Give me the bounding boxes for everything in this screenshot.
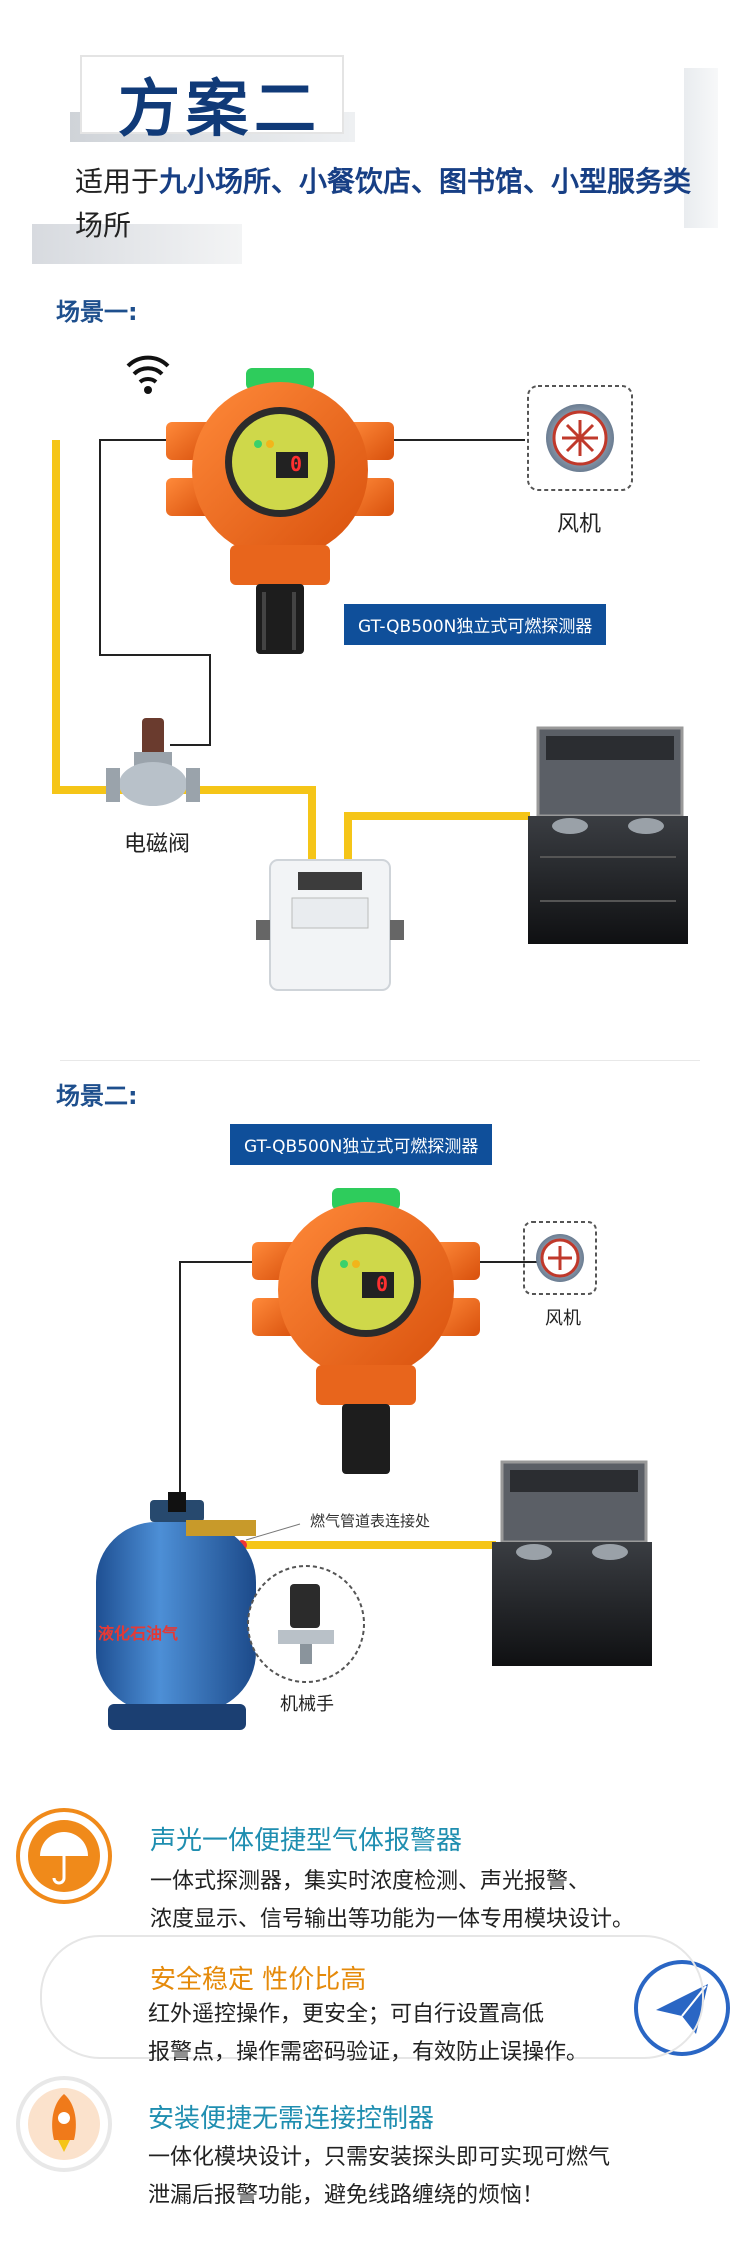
scene2-fan-label: 风机 (545, 1308, 581, 1329)
scene1-label: 场景一: (56, 298, 138, 326)
feature-2-body: 红外遥控操作，更安全；可自行设置高低 报警点，操作需密码验证，有效防止误操作。 (148, 1996, 588, 2072)
scene1-fan-label: 风机 (557, 512, 602, 537)
title-frame (80, 55, 344, 134)
scene1-model-tag: GT-QB500N独立式可燃探测器 (344, 604, 607, 645)
decorative-side-bar (684, 68, 718, 228)
page-title: 方案二 (118, 72, 323, 145)
fan-1-icon (527, 385, 633, 491)
section-divider (60, 1060, 700, 1061)
feature-1-title: 声光一体便捷型气体报警器 (150, 1826, 463, 1856)
subtitle-prefix: 适用于 (75, 165, 160, 198)
rocket-icon (16, 2076, 112, 2172)
stove-2-icon (492, 1460, 652, 1666)
feature-2-line1: 红外遥控操作，更安全；可自行设置高低 (148, 2002, 545, 2027)
scene2-label: 场景二: (56, 1082, 138, 1110)
scene2-model-tag: GT-QB500N独立式可燃探测器 (230, 1124, 493, 1165)
gas-cylinder-icon (96, 1492, 256, 1730)
feature-2-line2: 报警点，操作需密码验证，有效防止误操作。 (148, 2040, 589, 2065)
scene2-wires (179, 1261, 540, 1510)
scene2-manipulator-label: 机械手 (280, 1694, 334, 1715)
feature-2-card: 安全稳定 性价比高 (40, 1935, 704, 2059)
gas-detector-2 (252, 1188, 480, 1474)
scene1-display-value: 0 (290, 452, 303, 476)
scene2-cylinder-label: 液化石油气 (98, 1624, 179, 1643)
scene1-valve-label: 电磁阀 (124, 832, 191, 857)
manipulator-icon (247, 1565, 365, 1683)
feature-1-line2: 浓度显示、信号输出等功能为一体专用模块设计。 (150, 1907, 635, 1932)
feature-1-body: 一体式探测器，集实时浓度检测、声光报警、 浓度显示、信号输出等功能为一体专用模块… (150, 1863, 700, 1939)
feature-1-line1: 一体式探测器，集实时浓度检测、声光报警、 (150, 1869, 591, 1894)
subtitle: 适用于九小场所、小餐饮店、图书馆、小型服务类场所 (75, 160, 695, 248)
pipe-label-leader (245, 1523, 301, 1541)
feature-3-line2: 泄漏后报警功能，避免线路缠绕的烦恼！ (148, 2183, 545, 2208)
gas-detector-1 (166, 368, 394, 654)
subtitle-highlight: 九小场所、小餐饮店、图书馆、小型服务类 (159, 165, 692, 198)
solenoid-valve-icon (106, 718, 200, 806)
scene1-wires (99, 439, 525, 746)
feature-3-title: 安装便捷无需连接控制器 (148, 2104, 435, 2134)
subtitle-suffix: 场所 (75, 209, 132, 242)
fan-2-icon (523, 1221, 597, 1295)
stove-1-icon (528, 726, 688, 944)
gas-meter-icon (256, 859, 404, 991)
scene2-pipe-label: 燃气管道表连接处 (310, 1512, 431, 1530)
feature-3-line1: 一体化模块设计，只需安装探头即可实现可燃气 (148, 2145, 611, 2170)
wifi-icon (126, 355, 170, 394)
umbrella-icon (16, 1808, 112, 1904)
scene2-display-value: 0 (376, 1272, 389, 1296)
feature-1-card: 声光一体便捷型气体报警器 一体式探测器，集实时浓度检测、声光报警、 浓度显示、信… (118, 1812, 702, 1932)
feature-3-body: 一体化模块设计，只需安装探头即可实现可燃气 泄漏后报警功能，避免线路缠绕的烦恼！ (148, 2139, 610, 2215)
feature-2-title: 安全稳定 性价比高 (150, 1965, 367, 1995)
feature-3-card: 安装便捷无需连接控制器 一体化模块设计，只需安装探头即可实现可燃气 泄漏后报警功… (140, 2098, 610, 2215)
